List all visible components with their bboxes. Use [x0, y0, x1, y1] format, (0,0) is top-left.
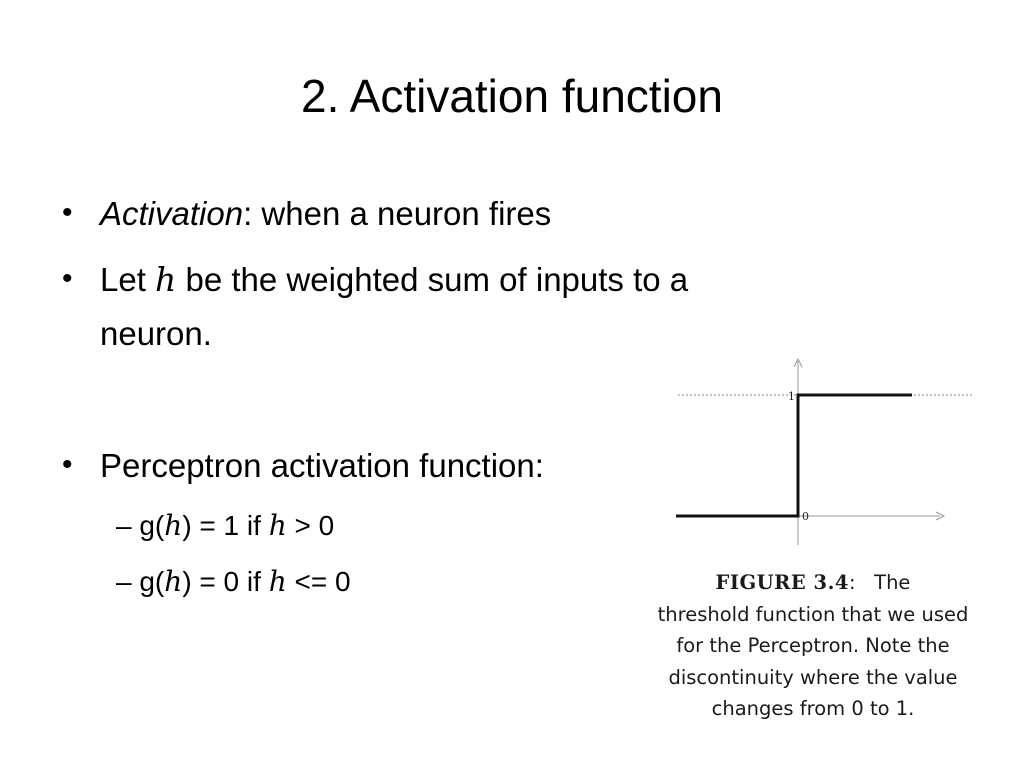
bullet-text: be the weighted sum of inputs to a: [176, 261, 689, 298]
bullet-activation: Activation: when a neuron fires: [100, 194, 551, 234]
bullet-marker: •: [62, 196, 73, 229]
math-var-h: h: [268, 565, 287, 598]
tick-label-zero: 0: [802, 510, 809, 523]
step-function-line: [676, 393, 912, 518]
figure-caption: FIGURE 3.4: The threshold function that …: [628, 567, 998, 725]
subbullet-g-zero: – g(h) = 0 if h <= 0: [116, 564, 351, 600]
sub-text: > 0: [286, 510, 335, 541]
subbullet-g-one: – g(h) = 1 if h > 0: [116, 508, 334, 544]
bullet-text: Let: [100, 261, 156, 298]
caption-line-1: FIGURE 3.4: The: [628, 567, 998, 599]
bullet-text: : when a neuron fires: [243, 195, 552, 232]
math-var-h: h: [164, 509, 183, 542]
math-var-h: h: [164, 565, 183, 598]
caption-line-5: changes from 0 to 1.: [711, 697, 915, 720]
sub-text: g(: [131, 566, 165, 597]
tick-label-one: 1: [788, 390, 795, 403]
math-var-h: h: [268, 509, 287, 542]
sub-text: g(: [131, 510, 165, 541]
bullet-continuation: neuron.: [100, 315, 212, 352]
caption-text: The: [874, 571, 911, 594]
bullet-marker: •: [62, 262, 73, 295]
bullet-marker: •: [62, 448, 73, 481]
threshold-figure: 1 0 FIGURE 3.4: The threshold function t…: [628, 355, 998, 735]
y-axis-arrow-icon: [793, 357, 803, 368]
caption-line-4: discontinuity where the value: [668, 665, 958, 689]
caption-line-2: threshold function that we used: [657, 602, 969, 626]
caption-figure-label: FIGURE 3.4: [715, 571, 849, 594]
bullet-perceptron: Perceptron activation function:: [100, 447, 544, 484]
dash-marker: –: [116, 566, 132, 597]
x-axis-arrow-icon: [935, 511, 946, 521]
dash-marker: –: [116, 510, 132, 541]
sub-text: <= 0: [286, 566, 351, 597]
term-activation: Activation: [100, 195, 244, 232]
sub-text: ) = 0 if: [182, 566, 269, 597]
math-var-h: h: [155, 260, 177, 299]
caption-colon: :: [848, 571, 856, 594]
caption-line-3: for the Perceptron. Note the: [676, 634, 950, 657]
bullet-weighted-sum: Let h be the weighted sum of inputs to a: [100, 260, 688, 300]
sub-text: ) = 1 if: [182, 510, 269, 541]
slide-title: 2. Activation function: [301, 70, 723, 122]
threshold-plot: 1 0: [676, 357, 973, 545]
